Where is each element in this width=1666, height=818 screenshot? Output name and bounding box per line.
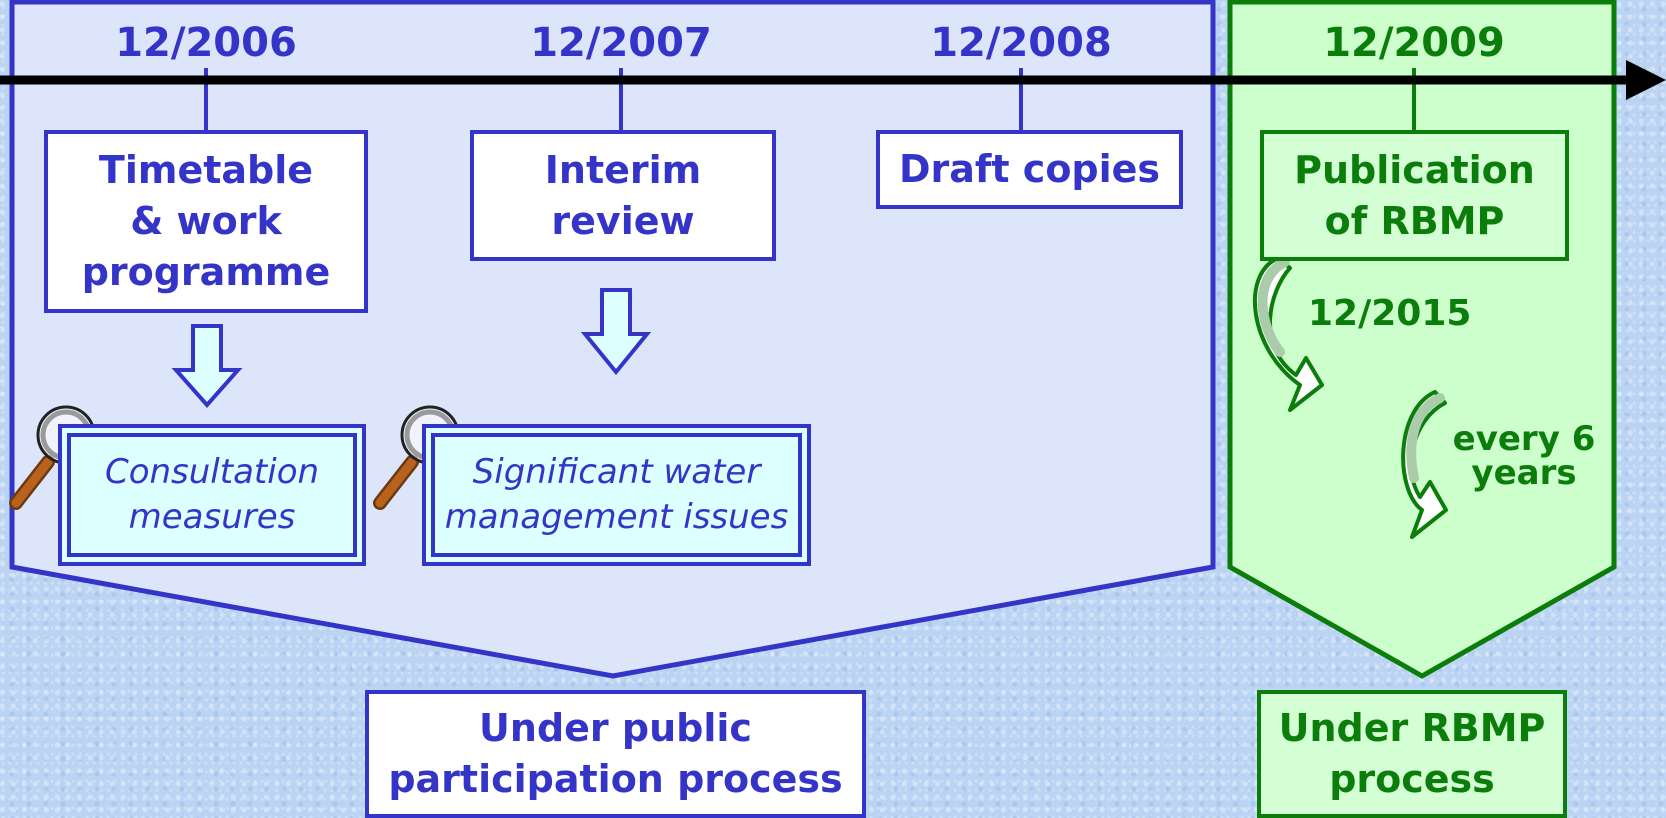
cycle-repeat-label: every 6 years bbox=[1452, 419, 1596, 493]
date-label-2007: 12/2007 bbox=[530, 20, 712, 66]
consultation-measures-box: Consultation measures bbox=[58, 424, 366, 566]
rbmp-panel bbox=[1227, 0, 1617, 679]
public-participation-label: Under public participation process bbox=[365, 690, 866, 818]
timeline-arrow bbox=[0, 60, 1666, 100]
down-arrow-interim bbox=[580, 288, 652, 376]
down-arrow-timetable bbox=[171, 324, 243, 409]
rbmp-process-label: Under RBMP process bbox=[1257, 690, 1567, 818]
date-label-2009: 12/2009 bbox=[1323, 20, 1505, 66]
interim-review-box: Interim review bbox=[470, 130, 776, 261]
cycle-arrow-2 bbox=[1401, 390, 1448, 539]
date-label-2006: 12/2006 bbox=[115, 20, 297, 66]
publication-box: Publication of RBMP bbox=[1260, 130, 1569, 261]
water-management-issues-box: Significant water management issues bbox=[422, 424, 811, 566]
date-label-2008: 12/2008 bbox=[930, 20, 1112, 66]
cycle-arrow-1 bbox=[1252, 256, 1324, 412]
timetable-box: Timetable & work programme bbox=[44, 130, 368, 313]
draft-copies-box: Draft copies bbox=[876, 130, 1183, 209]
cycle-date-label: 12/2015 bbox=[1308, 293, 1472, 334]
